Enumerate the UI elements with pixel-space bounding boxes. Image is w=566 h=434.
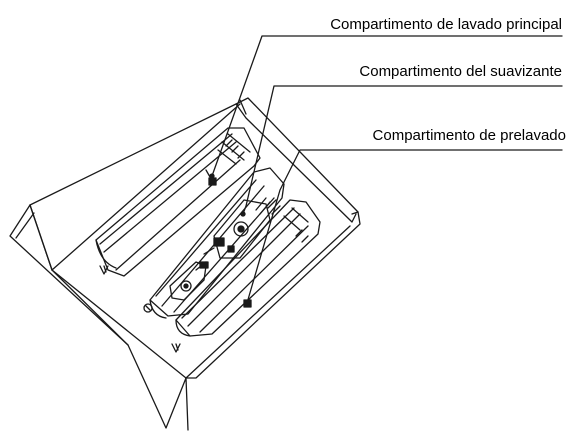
softener-compartment bbox=[149, 167, 285, 319]
prewash-symbol bbox=[171, 343, 181, 353]
leader-line-prewash bbox=[246, 149, 563, 304]
prewash-compartment bbox=[175, 199, 321, 337]
main-wash-compartment bbox=[95, 127, 261, 277]
callout-softener-label: Compartimento del suavizante bbox=[359, 63, 562, 80]
main-wash-symbol bbox=[99, 265, 109, 275]
callout-main-wash-label: Compartimento de lavado principal bbox=[330, 16, 562, 33]
leader-line-main-wash bbox=[211, 35, 563, 177]
compartment-markings bbox=[99, 265, 181, 353]
drawer-body bbox=[29, 97, 361, 379]
leader-line-softener bbox=[242, 85, 563, 215]
softener-symbol bbox=[143, 303, 153, 313]
callout-prewash-label: Compartimento de prelavado bbox=[372, 127, 566, 144]
